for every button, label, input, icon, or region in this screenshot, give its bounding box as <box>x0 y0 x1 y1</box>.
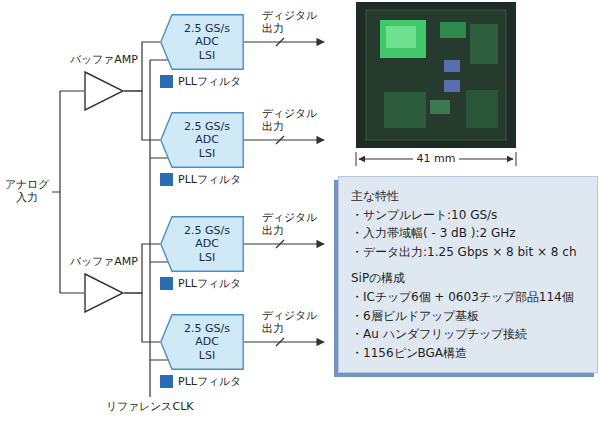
node-text: PLLフィルタ <box>178 374 241 389</box>
output-arrow <box>244 139 324 140</box>
output-label: ディジタル 出力 <box>262 309 321 335</box>
node-text: ・入力帯域幅( - 3 dB ):2 GHz <box>351 224 585 243</box>
dimension-label: 41 mm <box>413 152 460 165</box>
node-text: PLLフィルタ <box>178 74 241 89</box>
pll-filter: PLLフィルタ <box>160 276 241 291</box>
node-text: LSI <box>199 147 215 160</box>
pll-filter: PLLフィルタ <box>160 374 241 389</box>
output-label: ディジタル 出力 <box>262 211 321 237</box>
adc-label: 2.5 GS/sADCLSI <box>160 314 244 370</box>
pll-symbol <box>160 173 173 186</box>
node-text: ・データ出力:1.25 Gbps × 8 bit × 8 ch <box>351 243 585 262</box>
pll-filter: PLLフィルタ <box>160 172 241 187</box>
node-text: ・Au ハンダフリップチップ接続 <box>351 325 585 344</box>
node-text: 2.5 GS/s <box>184 22 230 35</box>
node-text: ADC <box>195 133 219 146</box>
node-text: ・ICチップ6個 + 0603チップ部品114個 <box>351 288 585 307</box>
pll-filter: PLLフィルタ <box>160 74 241 89</box>
pll-symbol <box>160 375 173 388</box>
bus-slash <box>276 338 284 346</box>
output-arrow <box>244 41 324 42</box>
pll-symbol <box>160 277 173 290</box>
amp-triangle <box>84 71 124 111</box>
signal-wire <box>124 244 160 293</box>
adc-block: 2.5 GS/sADCLSI <box>160 216 244 272</box>
adc-label: 2.5 GS/sADCLSI <box>160 112 244 168</box>
node-text: ・サンプルレート:10 GS/s <box>351 206 585 225</box>
spec-panel: 主な特性・サンプルレート:10 GS/s・入力帯域幅( - 3 dB ):2 G… <box>338 176 598 373</box>
signal-wire <box>124 42 160 91</box>
output-arrow <box>244 243 324 244</box>
node-text: 2.5 GS/s <box>184 224 230 237</box>
node-text: バッファAMP <box>68 254 140 269</box>
input-label: アナログ 入力 <box>3 178 51 204</box>
node-text: ・1156ピンBGA構造 <box>351 344 585 363</box>
node-text: 2.5 GS/s <box>184 120 230 133</box>
node-text: ・6層ビルドアップ基板 <box>351 307 585 326</box>
adc-block: 2.5 GS/sADCLSI <box>160 14 244 70</box>
signal-wire <box>124 293 160 342</box>
node-text: 2.5 GS/s <box>184 322 230 335</box>
node-text: LSI <box>199 49 215 62</box>
node-text: ADC <box>195 335 219 348</box>
node-text: バッファAMP <box>68 52 140 67</box>
signal-wire <box>124 91 160 140</box>
adc-block: 2.5 GS/sADCLSI <box>160 314 244 370</box>
adc-label: 2.5 GS/sADCLSI <box>160 216 244 272</box>
bus-slash <box>276 240 284 248</box>
output-label: ディジタル 出力 <box>262 107 321 133</box>
amp-triangle <box>84 273 124 313</box>
adc-label: 2.5 GS/sADCLSI <box>160 14 244 70</box>
adc-block: 2.5 GS/sADCLSI <box>160 112 244 168</box>
node-text: ADC <box>195 35 219 48</box>
buffer-amp: バッファAMP <box>68 254 140 313</box>
bus-slash <box>276 38 284 46</box>
node-text: 主な特性 <box>351 187 585 206</box>
bus-slash <box>276 136 284 144</box>
node-text: LSI <box>199 251 215 264</box>
node-text: LSI <box>199 349 215 362</box>
dimension-tick <box>356 152 516 166</box>
clock-label: リファレンスCLK <box>106 400 193 413</box>
sip-photo <box>356 2 516 148</box>
output-label: ディジタル 出力 <box>262 9 321 35</box>
node-text: PLLフィルタ <box>178 276 241 291</box>
output-arrow <box>244 341 324 342</box>
node-text: SiPの構成 <box>351 269 585 288</box>
node-text: ADC <box>195 237 219 250</box>
pll-symbol <box>160 75 173 88</box>
buffer-amp: バッファAMP <box>68 52 140 111</box>
node-text: PLLフィルタ <box>178 172 241 187</box>
